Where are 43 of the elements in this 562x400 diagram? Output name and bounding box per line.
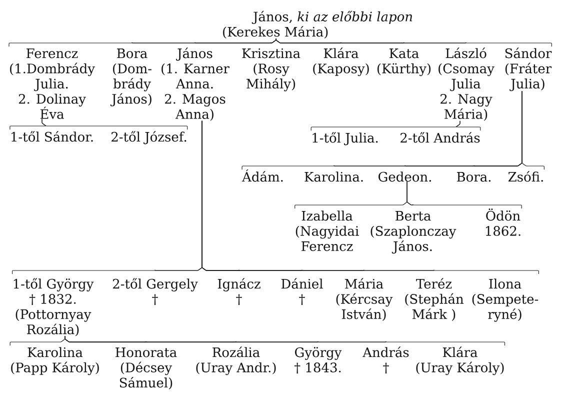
bracket-line bbox=[270, 38, 276, 44]
person-entry: Berta (Szaplonczay János. bbox=[370, 211, 456, 254]
person-entry: 1-től Sándor. bbox=[12, 131, 93, 142]
person-entry: Ödön 1862. bbox=[486, 208, 520, 236]
person-entry: Karolina (Papp Károly) bbox=[11, 347, 99, 376]
person-entry: Izabella (Nagyidai Ferencz bbox=[296, 210, 359, 252]
person-entry: Mária (Kércsay István) bbox=[336, 278, 393, 321]
person-entry: György † 1843. bbox=[294, 347, 342, 374]
person-entry: Rozália (Uray Andr.) bbox=[196, 346, 276, 376]
person-entry: Dániel † bbox=[281, 278, 323, 305]
bracket-line bbox=[456, 120, 481, 131]
bracket-line bbox=[42, 118, 188, 130]
person-entry: Bora (Dom- brády János) bbox=[110, 48, 152, 106]
person-entry: Bora. bbox=[456, 172, 491, 182]
person-entry: Krisztina (Rosy Mihály) bbox=[242, 48, 300, 92]
person-entry: Ferencz (1.Dombrády Julia. 2. Dolinay Éva bbox=[10, 48, 95, 119]
person-entry: Kata (Kürthy) bbox=[378, 48, 431, 76]
person-entry: Sándor (Fráter Julia) bbox=[505, 48, 552, 92]
person-entry: Honorata (Décsey Sámuel) bbox=[116, 348, 177, 390]
person-entry: 1-től Julia. bbox=[312, 132, 378, 146]
person-entry: 2-től József. bbox=[112, 131, 186, 144]
person-entry: János, ki az előbbi lapon (Kerekes Mária) bbox=[223, 10, 412, 39]
person-entry: 2-től András bbox=[400, 132, 480, 143]
person-entry: Karolina. bbox=[304, 172, 363, 182]
bracket-line bbox=[64, 336, 506, 346]
person-entry: 1-től György † 1832. (Pottornyay Rozália) bbox=[14, 278, 94, 336]
person-entry: Klára (Uray Károly) bbox=[416, 346, 504, 376]
person-entry: Ilona (Sempete- ryné) bbox=[472, 278, 538, 322]
person-entry: 2-től Gergely † bbox=[112, 278, 198, 305]
person-entry: Ignácz † bbox=[218, 278, 260, 305]
bracket-line bbox=[276, 38, 552, 47]
person-entry: Teréz (Stephán Márk ) bbox=[405, 278, 464, 321]
bracket-line bbox=[202, 120, 539, 274]
person-entry: Zsófi. bbox=[508, 171, 543, 182]
bracket-line bbox=[10, 336, 66, 346]
person-entry: Gedeon. bbox=[378, 172, 431, 182]
person-entry: János (1. Karner Anna. 2. Magos Anna) bbox=[162, 48, 230, 121]
bracket-line bbox=[522, 90, 544, 170]
person-entry: András † bbox=[362, 346, 409, 374]
bracket-line bbox=[406, 181, 522, 209]
person-entry: Klára (Kaposy) bbox=[313, 48, 369, 76]
person-entry: László (Csomay Julia 2. Nagy Mária) bbox=[438, 48, 494, 121]
person-entry: Ádám. bbox=[242, 170, 283, 182]
